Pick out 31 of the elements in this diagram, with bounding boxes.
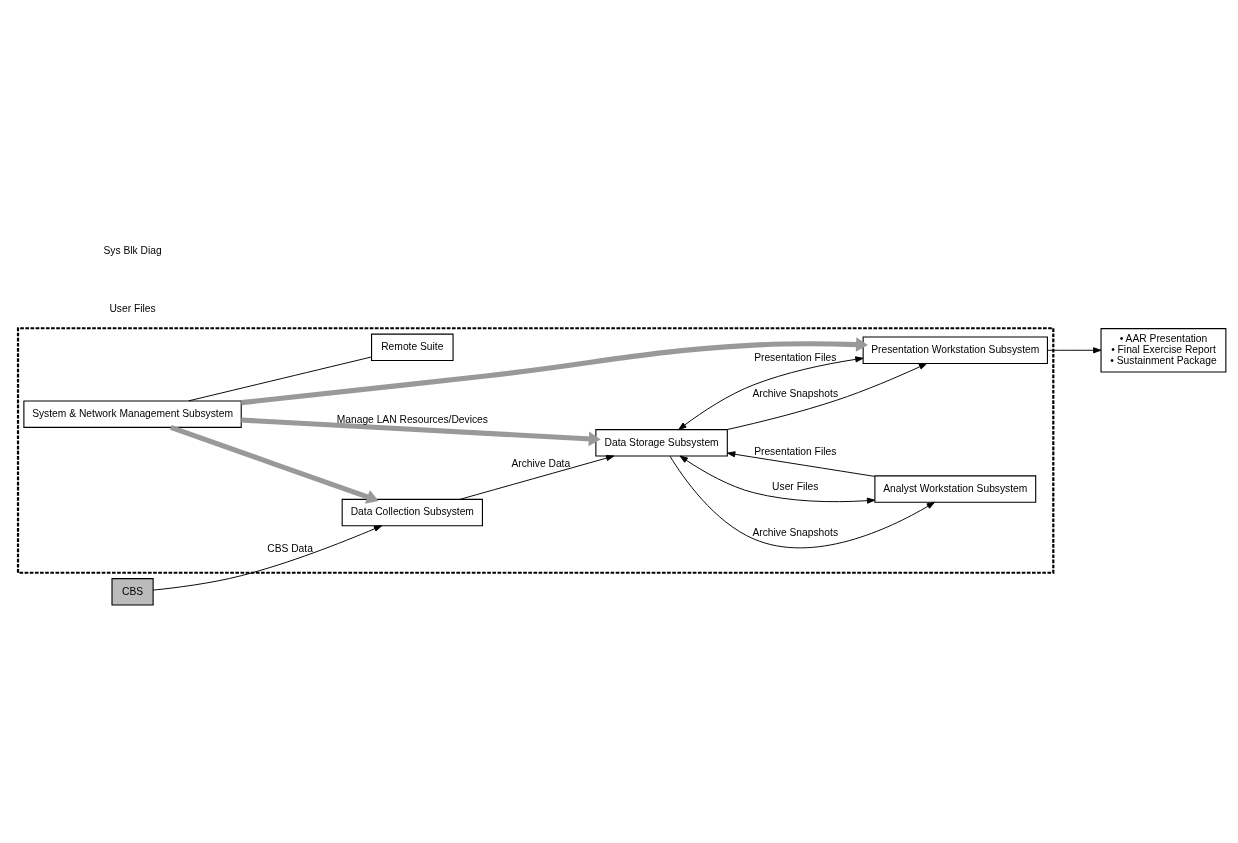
arrow — [727, 451, 876, 477]
edge-label: Presentation Files — [754, 351, 837, 363]
edge-label: Archive Data — [511, 458, 571, 470]
edge-label: CBS Data — [267, 543, 313, 555]
edge-label: Archive Snapshots — [752, 527, 839, 539]
arrow — [241, 417, 601, 447]
edge-label: Archive Snapshots — [752, 388, 839, 400]
node-box: System & Network Management Subsystem — [23, 400, 242, 428]
edge-label: User Files — [772, 480, 819, 492]
label: Sys Blk Diag — [103, 244, 162, 256]
arrow — [152, 525, 383, 591]
arrow — [669, 455, 935, 549]
arrow — [241, 337, 868, 406]
connector — [188, 356, 372, 402]
node-box: Data Collection Subsystem — [341, 498, 483, 527]
node-box: • AAR Presentation • Final Exercise Report • Sustainment Package — [1100, 328, 1227, 373]
node-box: Data Storage Subsystem — [595, 429, 728, 457]
arrow — [169, 425, 379, 504]
edge-label: Manage LAN Resources/Devices — [336, 414, 488, 426]
arrow — [1047, 347, 1102, 354]
arrow — [459, 455, 615, 500]
node-box: Remote Suite — [371, 333, 454, 362]
cluster — [16, 327, 1055, 574]
node-box: Analyst Workstation Subsystem — [874, 475, 1037, 503]
arrow — [679, 455, 876, 504]
arrow — [726, 363, 928, 431]
node-box: Presentation Workstation Subsystem — [862, 336, 1048, 365]
edge-label: Presentation Files — [754, 446, 837, 458]
arrow — [678, 356, 864, 430]
label: User Files — [109, 302, 156, 314]
node-box: CBS — [111, 578, 154, 606]
